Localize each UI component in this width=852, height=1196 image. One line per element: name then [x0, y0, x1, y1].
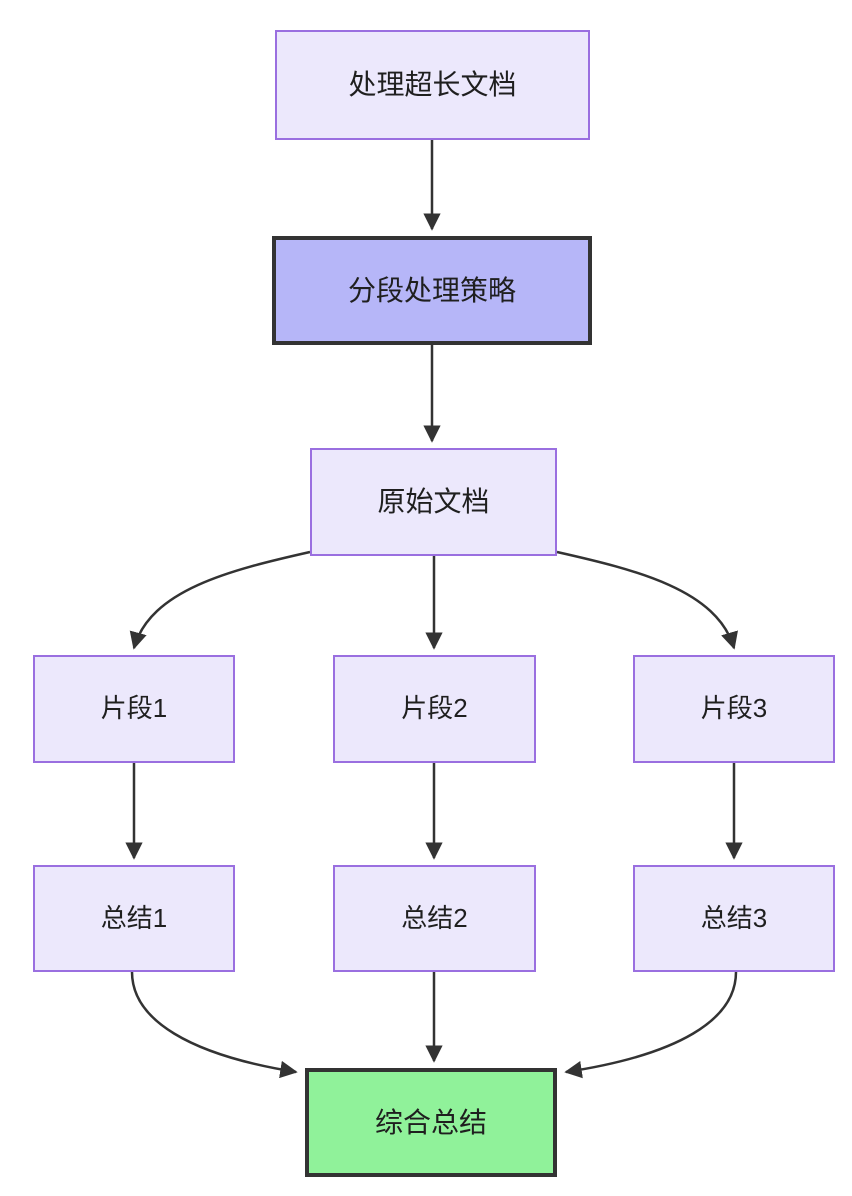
node-label: 综合总结 [374, 1106, 487, 1138]
node-fragment-2[interactable]: 片段2 [333, 655, 536, 763]
node-summary-2[interactable]: 总结2 [333, 865, 536, 972]
node-fragment-1[interactable]: 片段1 [33, 655, 235, 763]
edge-n3-n4 [129, 550, 311, 650]
node-label: 处理超长文档 [348, 69, 517, 101]
node-label: 片段3 [700, 693, 768, 724]
edge-n7-n10 [130, 971, 298, 1079]
node-fragment-3[interactable]: 片段3 [633, 655, 835, 763]
node-label: 总结1 [100, 902, 168, 933]
node-process-long-document[interactable]: 处理超长文档 [275, 30, 590, 140]
node-summary-3[interactable]: 总结3 [633, 865, 835, 972]
node-summary-1[interactable]: 总结1 [33, 865, 235, 972]
edge-n3-n6 [556, 550, 738, 650]
node-comprehensive-summary[interactable]: 综合总结 [305, 1068, 557, 1177]
node-label: 总结3 [700, 902, 768, 933]
edge-n9-n10 [564, 971, 738, 1079]
node-original-document[interactable]: 原始文档 [310, 448, 557, 556]
node-label: 片段1 [100, 693, 168, 724]
node-label: 片段2 [401, 693, 468, 724]
node-label: 总结2 [401, 902, 468, 933]
node-label: 原始文档 [377, 486, 490, 518]
node-chunking-strategy[interactable]: 分段处理策略 [272, 236, 592, 345]
node-label: 分段处理策略 [347, 274, 516, 306]
